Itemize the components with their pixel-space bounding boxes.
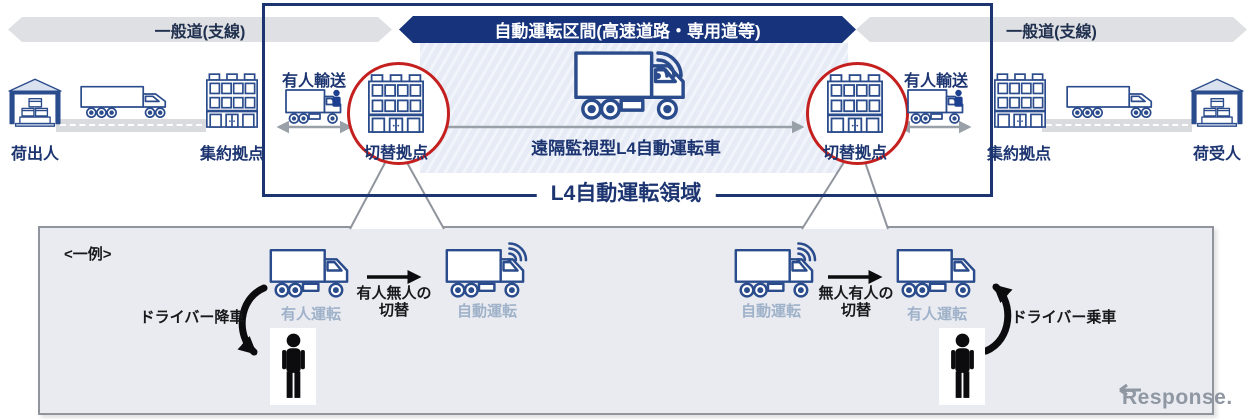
auto-driving-label-left: 自動運転 [456,303,518,320]
consignee-label: 荷受人 [1192,146,1242,163]
hub-label-right: 集約拠点 [986,146,1052,163]
building-icon-switch-right [827,74,883,134]
person-icon-left [278,332,309,400]
manned-transport-label-right: 有人輸送 [903,73,969,90]
example-box [38,226,1214,415]
warehouse-icon-shipper [8,78,62,128]
driver-icon-left [331,89,342,108]
example-title: <一例> [64,246,112,263]
driver-icon-right [953,89,964,108]
switch-hub-label-right: 切替拠点 [822,145,888,162]
box-truck-icon-manned-driving-left [268,246,352,302]
warehouse-icon-consignee [1190,78,1244,128]
l4-area-label: L4自動運転領域 [536,177,716,207]
wifi-icon-l4-truck [652,44,692,80]
manned-transport-label-left: 有人輸送 [281,73,347,90]
response-watermark: Response. [1112,384,1233,410]
general-road-label-right: 一般道(支線) [1006,23,1097,41]
semi-truck-icon-right [1066,85,1162,120]
box-truck-icon-manned-driving-right [895,246,979,302]
general-road-banner-right: 一般道(支線) [856,17,1247,42]
auto-section-banner: 自動運転区間(高速道路・専用道等) [399,16,856,43]
driver-on-label: ドライバー乗車 [1011,309,1117,326]
building-icon-hub-right [994,70,1046,132]
hub-label-left: 集約拠点 [199,146,265,163]
person-icon-right [947,332,978,400]
wifi-icon-auto-left [505,237,534,263]
switch-hub-label-left: 切替拠点 [363,145,429,162]
wifi-icon-auto-right [794,237,823,263]
general-road-banner-left: 一般道(支線) [8,17,392,42]
semi-truck-icon-left [80,85,176,120]
switch-label-left: 有人無人の 切替 [356,285,432,319]
general-road-label-left: 一般道(支線) [154,23,246,41]
driver-off-label: ドライバー降車 [139,309,245,326]
building-icon-hub-left [206,70,258,132]
road-right [1042,119,1192,132]
remote-l4-truck-label: 遠隔監視型L4自動運転車 [531,139,721,158]
manned-driving-label-right: 有人運転 [906,306,968,323]
watermark-text: Response. [1122,386,1233,409]
road-left [56,119,206,132]
auto-driving-label-right: 自動運転 [740,303,802,320]
building-icon-switch-left [368,74,424,134]
auto-section-label: 自動運転区間(高速道路・専用道等) [494,22,761,41]
switch-label-right: 無人有人の 切替 [818,285,894,319]
watermark-arrow-icon [1119,384,1141,396]
shipper-label: 荷出人 [10,146,60,163]
manned-driving-label-left: 有人運転 [280,306,342,323]
